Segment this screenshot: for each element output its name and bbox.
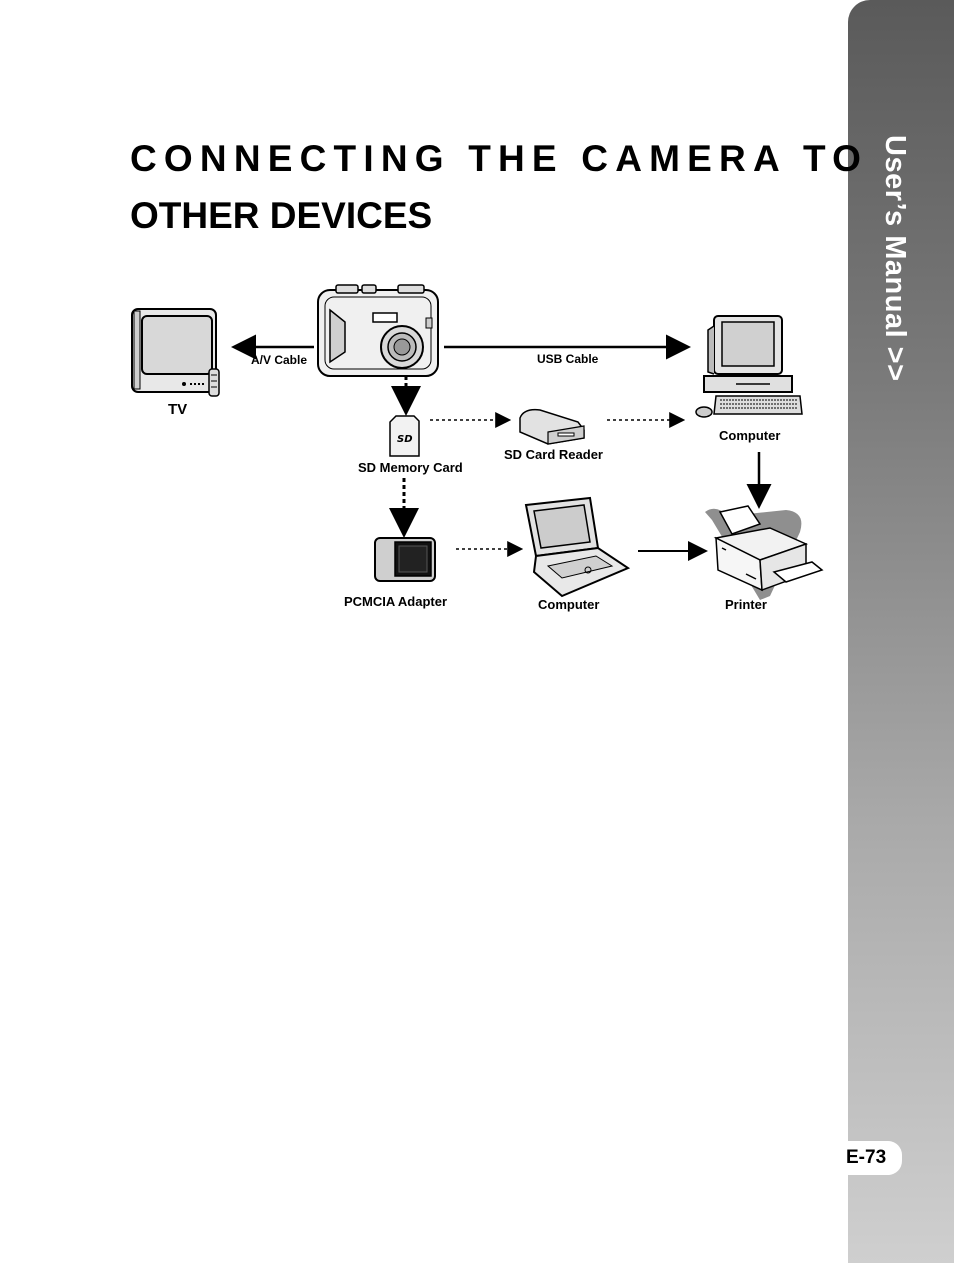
- tv-label: TV: [168, 401, 188, 418]
- page-number: E-73: [836, 1141, 902, 1175]
- laptop-computer-label: Computer: [538, 597, 600, 612]
- desktop-computer-icon: [695, 315, 803, 418]
- sd-card-reader-label: SD Card Reader: [504, 447, 603, 462]
- sd-memory-card-label: SD Memory Card: [358, 460, 463, 475]
- printer-label: Printer: [725, 597, 767, 612]
- printer-icon: [705, 505, 824, 600]
- pcmcia-adapter-label: PCMCIA Adapter: [344, 594, 448, 609]
- camera-icon: [317, 284, 439, 377]
- usb-cable-label: USB Cable: [537, 352, 599, 366]
- svg-text:SD: SD: [397, 434, 413, 445]
- laptop-computer-icon: [524, 496, 631, 598]
- sd-memory-card-icon: SD: [389, 415, 420, 457]
- av-cable-label: A/V Cable: [251, 353, 308, 367]
- tv-icon: [131, 308, 220, 397]
- pcmcia-adapter-icon: [374, 537, 436, 582]
- sidebar-band: [848, 0, 954, 1263]
- sidebar-title: User’s Manual >>: [879, 135, 911, 382]
- desktop-computer-label: Computer: [719, 428, 781, 443]
- sd-card-reader-icon: [519, 408, 585, 445]
- page-title-line-2: OTHER DEVICES: [130, 195, 433, 236]
- page-title-line-1: CONNECTING THE CAMERA TO: [130, 138, 869, 179]
